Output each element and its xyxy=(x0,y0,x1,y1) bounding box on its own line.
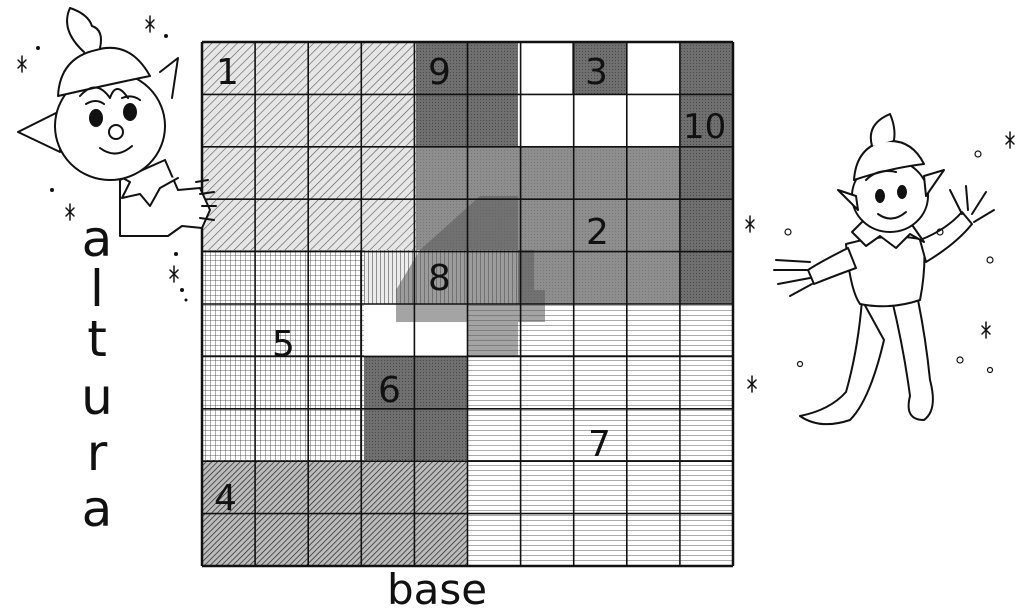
grid-fills xyxy=(202,42,733,566)
region-label-8: 8 xyxy=(428,258,451,299)
region-label-10: 10 xyxy=(683,107,726,147)
vertical-label-letter-2: l xyxy=(90,260,104,318)
region-label-4: 4 xyxy=(214,478,237,519)
region-5-fill xyxy=(202,250,364,460)
region-label-3: 3 xyxy=(585,52,608,93)
vertical-label-letter-5: r xyxy=(86,424,108,482)
grid-lines xyxy=(200,40,735,568)
region-label-5: 5 xyxy=(272,324,295,365)
region-10-fill xyxy=(680,42,733,304)
region-labels: 1 9 3 10 2 8 5 6 7 4 xyxy=(214,52,726,519)
region-label-1: 1 xyxy=(216,52,239,93)
vertical-label-letter-3: t xyxy=(87,310,107,368)
horizontal-axis-label: base xyxy=(386,565,488,614)
region-3-dark-cell xyxy=(572,42,626,94)
vertical-label-letter-6: a xyxy=(81,480,113,538)
vertical-label-letter-4: u xyxy=(81,368,113,426)
region-label-2: 2 xyxy=(586,212,609,253)
region-label-6: 6 xyxy=(378,370,401,411)
elf-peeking-left-illustration xyxy=(17,7,217,302)
vertical-label-letter-1: a xyxy=(81,210,113,268)
elf-waving-right-illustration xyxy=(745,113,1015,426)
shadow-four-shape xyxy=(396,196,545,356)
region-label-7: 7 xyxy=(588,424,611,465)
region-label-9: 9 xyxy=(428,52,451,93)
